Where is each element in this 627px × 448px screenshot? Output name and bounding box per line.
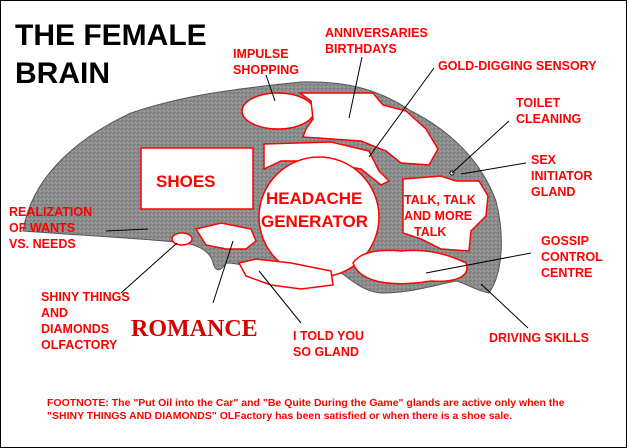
footnote-line-1: FOOTNOTE: The "Put Oil into the Car" and… <box>47 397 565 409</box>
impulse-label-2: SHOPPING <box>233 63 299 77</box>
talk-label-3: TALK <box>414 225 446 239</box>
gossip-label-2: CONTROL <box>541 250 603 264</box>
impulse-label-1: IMPULSE <box>233 47 289 61</box>
gossip-label-1: GOSSIP <box>541 234 589 248</box>
talk-label-1: TALK, TALK <box>404 193 476 207</box>
headache-label-2: GENERATOR <box>261 212 368 231</box>
impulse-shopping-region <box>241 92 315 130</box>
talk-region <box>402 175 489 252</box>
footnote-line-2: "SHINY THINGS AND DIAMONDS" OLFactory ha… <box>47 410 512 422</box>
realization-label-3: VS. NEEDS <box>9 237 76 251</box>
shoes-label: SHOES <box>156 172 216 191</box>
sex-label-3: GLAND <box>531 185 575 199</box>
gossip-label-3: CENTRE <box>541 266 592 280</box>
driving-skills-label: DRIVING SKILLS <box>489 331 589 345</box>
gold-digging-label: GOLD-DIGGING SENSORY <box>438 59 597 73</box>
gold-digging-region <box>263 141 391 186</box>
gossip-region <box>352 249 468 285</box>
i-told-you-label-2: SO GLAND <box>293 345 359 359</box>
shiny-label-1: SHINY THINGS <box>41 290 130 304</box>
anniversaries-label-1: ANNIVERSARIES <box>325 26 428 40</box>
romance-label: ROMANCE <box>131 316 258 342</box>
headache-label-1: HEADACHE <box>266 189 362 208</box>
realization-region <box>171 232 193 246</box>
shiny-label-4: OLFACTORY <box>41 338 118 352</box>
toilet-label-1: TOILET <box>516 96 561 110</box>
anniversaries-region <box>297 92 439 166</box>
shiny-label-3: DIAMONDS <box>41 322 109 336</box>
talk-label-2: AND MORE <box>404 209 472 223</box>
anniversaries-label-2: BIRTHDAYS <box>325 42 397 56</box>
title-line-1: THE FEMALE <box>15 19 207 52</box>
realization-label-1: REALIZATION <box>9 205 92 219</box>
toilet-label-2: CLEANING <box>516 112 581 126</box>
shoes-region <box>140 147 254 210</box>
sex-label-1: SEX <box>531 153 557 167</box>
shiny-label-2: AND <box>41 306 68 320</box>
title-line-2: BRAIN <box>15 57 110 90</box>
sex-label-2: INITIATOR <box>531 169 592 183</box>
romance-region <box>194 222 257 250</box>
realization-label-2: OF WANTS <box>9 221 75 235</box>
leader-lines <box>105 56 532 329</box>
i-told-you-region <box>237 258 334 290</box>
i-told-you-label-1: I TOLD YOU <box>293 329 364 343</box>
